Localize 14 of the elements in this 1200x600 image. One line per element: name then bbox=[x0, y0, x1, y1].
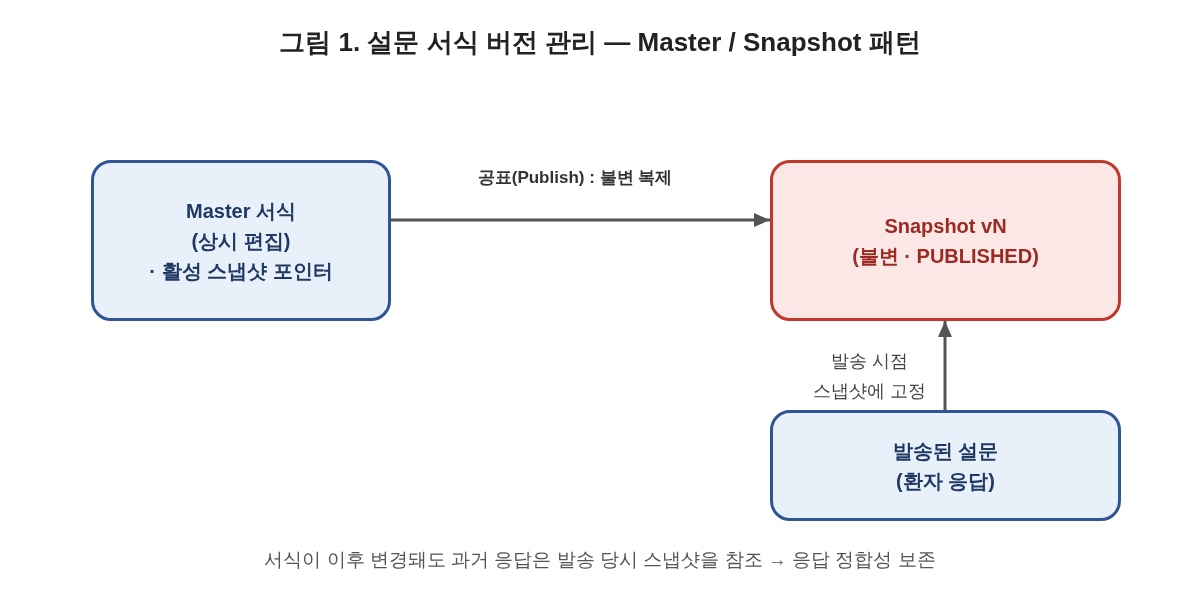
box-label: 발송된 설문 bbox=[892, 438, 999, 464]
box-label: · 활성 스냅샷 포인터 bbox=[149, 258, 333, 284]
box-label: (상시 편집) bbox=[191, 228, 291, 254]
box-label: (불변 · PUBLISHED) bbox=[852, 243, 1039, 269]
box-label: Master 서식 bbox=[186, 198, 296, 224]
box-label: Snapshot vN bbox=[884, 213, 1007, 239]
title: 그림 1. 설문 서식 버전 관리 — Master / Snapshot 패턴 bbox=[279, 26, 921, 59]
box-label: (환자 응답) bbox=[896, 468, 995, 494]
arrow bbox=[938, 321, 952, 410]
process-box bbox=[770, 160, 1121, 321]
process-box bbox=[91, 160, 391, 321]
caption: 서식이 이후 변경돼도 과거 응답은 발송 당시 스냅샷을 참조 → 응답 정합성 보존 bbox=[264, 548, 936, 572]
arrow bbox=[391, 213, 770, 227]
process-box bbox=[770, 410, 1121, 521]
